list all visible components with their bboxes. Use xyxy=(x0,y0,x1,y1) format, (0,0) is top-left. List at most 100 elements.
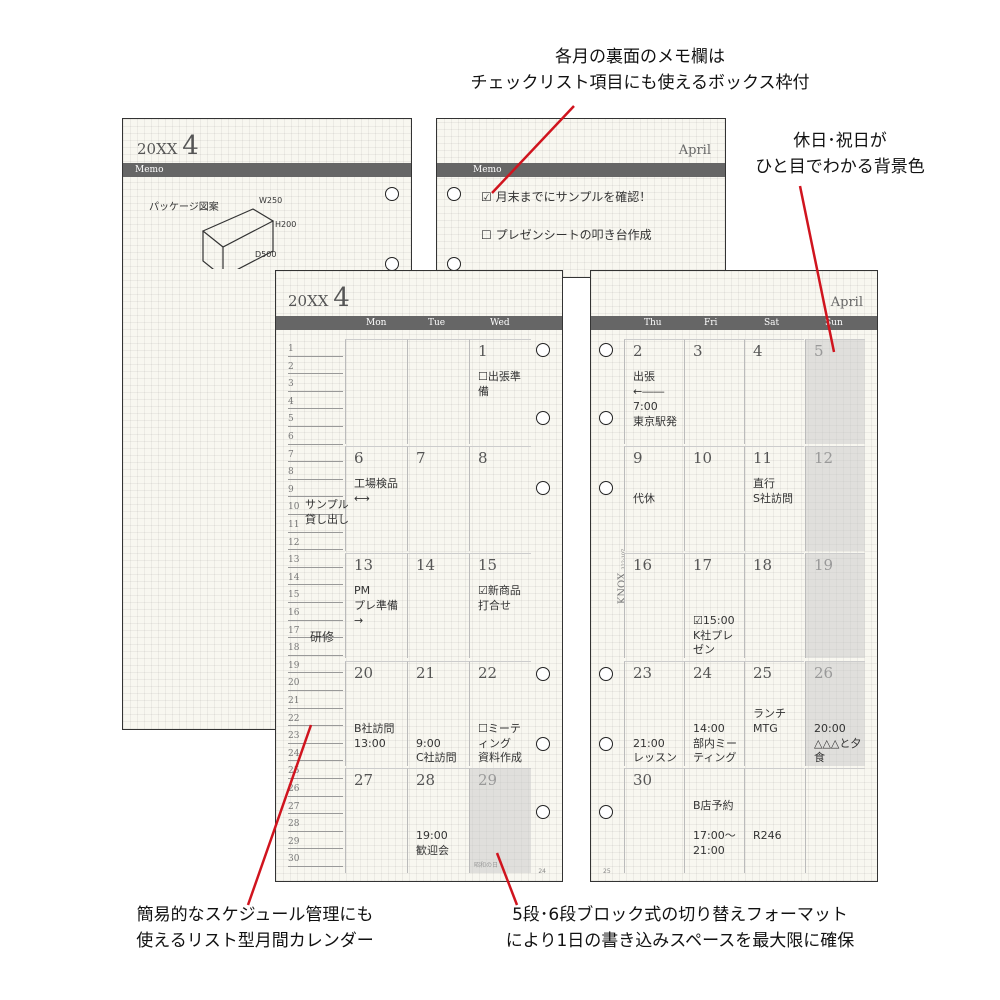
day-cell[interactable] xyxy=(345,339,407,444)
day-cell[interactable]: 22 ☐ミーティング 資料作成 xyxy=(469,661,531,766)
day-cell[interactable]: 25 ランチMTG xyxy=(744,661,804,766)
list-row[interactable]: 18 xyxy=(288,638,343,656)
day-cell[interactable]: 15☑新商品 打合せ xyxy=(469,553,531,658)
day-cell[interactable]: 14 xyxy=(407,553,469,658)
list-row[interactable]: 16 xyxy=(288,603,343,621)
list-row[interactable]: 11 xyxy=(288,515,343,533)
day-cell[interactable]: 24 14:00 部内ミーティング xyxy=(684,661,744,766)
checked-box-icon[interactable]: ☑ xyxy=(481,190,492,204)
day-number: 17 xyxy=(693,556,713,574)
list-row[interactable]: 22 xyxy=(288,709,343,727)
day-cell[interactable]: 20 B社訪問 13:00 xyxy=(345,661,407,766)
day-cell[interactable]: 16 xyxy=(624,553,684,658)
annotation-bottom-right: 5段･6段ブロック式の切り替えフォーマットにより1日の書き込みスペースを最大限に… xyxy=(460,902,900,954)
list-row-number: 2 xyxy=(288,361,294,372)
list-row[interactable]: 27 xyxy=(288,797,343,815)
day-cell[interactable]: 10 xyxy=(684,446,744,551)
list-row[interactable]: 13 xyxy=(288,550,343,568)
list-row-number: 13 xyxy=(288,555,300,566)
list-row[interactable]: 12 xyxy=(288,533,343,551)
day-cell[interactable]: 5 xyxy=(805,339,865,444)
day-cell[interactable]: 30 xyxy=(624,768,684,873)
annotation-line: 5段･6段ブロック式の切り替えフォーマット xyxy=(512,905,848,925)
list-row-number: 10 xyxy=(288,502,300,513)
list-row[interactable]: 7 xyxy=(288,445,343,463)
binder-hole xyxy=(599,667,613,681)
memo-bar-label: Memo xyxy=(135,165,164,175)
day-number: 16 xyxy=(633,556,653,574)
list-row-number: 21 xyxy=(288,696,300,706)
day-number: 7 xyxy=(416,449,426,467)
day-cell[interactable]: 27 xyxy=(345,768,407,873)
list-row[interactable]: 29 xyxy=(288,832,343,850)
day-note: ☐ミーティング 資料作成 xyxy=(478,721,522,765)
list-row[interactable]: 19 xyxy=(288,656,343,674)
day-number: 15 xyxy=(478,556,498,574)
day-number: 2 xyxy=(633,342,643,360)
list-row[interactable]: 4 xyxy=(288,392,343,410)
day-cell[interactable]: R246 xyxy=(744,768,804,873)
checklist-item[interactable]: ☐ プレゼンシートの叩き台作成 xyxy=(481,227,652,244)
day-number: 6 xyxy=(354,449,364,467)
day-cell[interactable]: 21 9:00 C社訪問 xyxy=(407,661,469,766)
list-row[interactable]: 28 xyxy=(288,814,343,832)
day-cell[interactable]: 28 19:00 歓迎会 xyxy=(407,768,469,873)
annotation-line: ひと目でわかる背景色 xyxy=(755,157,925,177)
day-number: 22 xyxy=(478,664,498,682)
checkbox-icon[interactable]: ☐ xyxy=(481,228,492,242)
list-row[interactable]: 2 xyxy=(288,357,343,375)
list-row-number: 3 xyxy=(288,379,294,390)
list-row[interactable]: 17 xyxy=(288,621,343,639)
day-cell[interactable]: 26 20:00 △△△と夕食 xyxy=(805,661,865,766)
list-row[interactable]: 5 xyxy=(288,409,343,427)
list-row[interactable]: 14 xyxy=(288,568,343,586)
day-note: 20:00 △△△と夕食 xyxy=(814,721,862,765)
day-number: 23 xyxy=(633,664,653,682)
list-row[interactable]: 8 xyxy=(288,462,343,480)
day-cell[interactable]: 17 ☑15:00 K社プレゼン xyxy=(684,553,744,658)
list-row[interactable]: 30 xyxy=(288,849,343,867)
day-note: 代休 xyxy=(633,491,655,505)
list-row-number: 7 xyxy=(288,449,294,460)
binder-hole xyxy=(447,187,461,201)
annotation-line: により1日の書き込みスペースを最大限に確保 xyxy=(505,931,855,951)
annotation-line: チェックリスト項目にも使えるボックス枠付 xyxy=(470,73,810,93)
day-number: 26 xyxy=(814,664,834,682)
list-row[interactable]: 1 xyxy=(288,339,343,357)
list-row[interactable]: 23 xyxy=(288,726,343,744)
checklist-item[interactable]: ☑ 月末までにサンプルを確認！ xyxy=(481,189,651,206)
day-cell[interactable]: 8 xyxy=(469,446,531,551)
weekday-fri: Fri xyxy=(704,318,718,328)
list-row[interactable]: 15 xyxy=(288,585,343,603)
list-row[interactable]: 10 xyxy=(288,497,343,515)
day-cell[interactable]: 1☐出張準備 xyxy=(469,339,531,444)
day-cell[interactable] xyxy=(805,768,865,873)
list-row-number: 30 xyxy=(288,854,300,865)
list-row[interactable]: 6 xyxy=(288,427,343,445)
list-row[interactable]: 20 xyxy=(288,673,343,691)
day-cell[interactable]: 4 xyxy=(744,339,804,444)
day-cell[interactable]: 9 代休 xyxy=(624,446,684,551)
day-cell[interactable]: 23 21:00 レッスン xyxy=(624,661,684,766)
day-cell[interactable]: 12 xyxy=(805,446,865,551)
day-cell[interactable]: 7 xyxy=(407,446,469,551)
list-row[interactable]: 26 xyxy=(288,779,343,797)
day-cell[interactable] xyxy=(407,339,469,444)
day-note: 直行 S社訪問 xyxy=(753,477,793,505)
day-number: 10 xyxy=(693,449,713,467)
list-row[interactable]: 21 xyxy=(288,691,343,709)
list-row[interactable]: 3 xyxy=(288,374,343,392)
list-row[interactable]: 24 xyxy=(288,744,343,762)
binder-hole xyxy=(599,481,613,495)
day-cell[interactable]: 19 xyxy=(805,553,865,658)
list-row[interactable]: 9 xyxy=(288,480,343,498)
day-cell[interactable]: 18 xyxy=(744,553,804,658)
day-cell[interactable]: B店予約 17:00〜 21:00 xyxy=(684,768,744,873)
day-cell[interactable]: 3 xyxy=(684,339,744,444)
callout-line-right xyxy=(798,185,836,353)
